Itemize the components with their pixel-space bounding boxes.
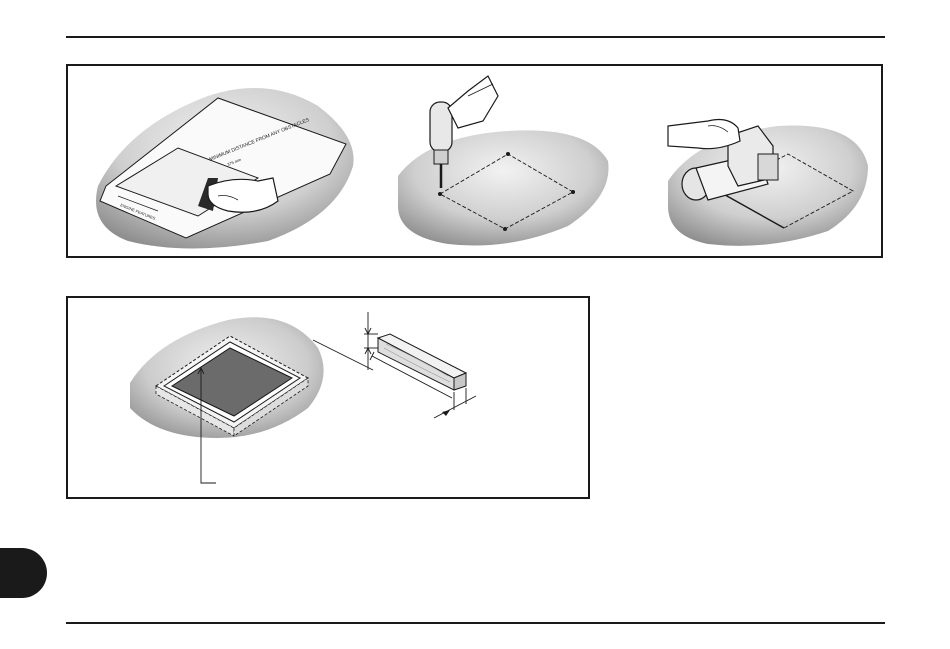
- top-rule: [66, 36, 885, 38]
- section-tab-marker: [0, 548, 47, 598]
- step-drilling-holes: [398, 76, 609, 246]
- frame-board-diagram: [313, 312, 476, 418]
- step-marking-template: MINIMUM DISTANCE FROM ANY OBSTACLES 375 …: [96, 88, 354, 249]
- bottom-rule: [66, 622, 885, 624]
- step-positioning-engine: [668, 120, 868, 246]
- installation-steps-illustration: MINIMUM DISTANCE FROM ANY OBSTACLES 375 …: [68, 66, 881, 256]
- installation-steps-panel: MINIMUM DISTANCE FROM ANY OBSTACLES 375 …: [66, 64, 883, 258]
- pit-diagram: [130, 317, 324, 483]
- foundation-pit-panel: [66, 296, 590, 499]
- foundation-pit-illustration: [68, 298, 588, 497]
